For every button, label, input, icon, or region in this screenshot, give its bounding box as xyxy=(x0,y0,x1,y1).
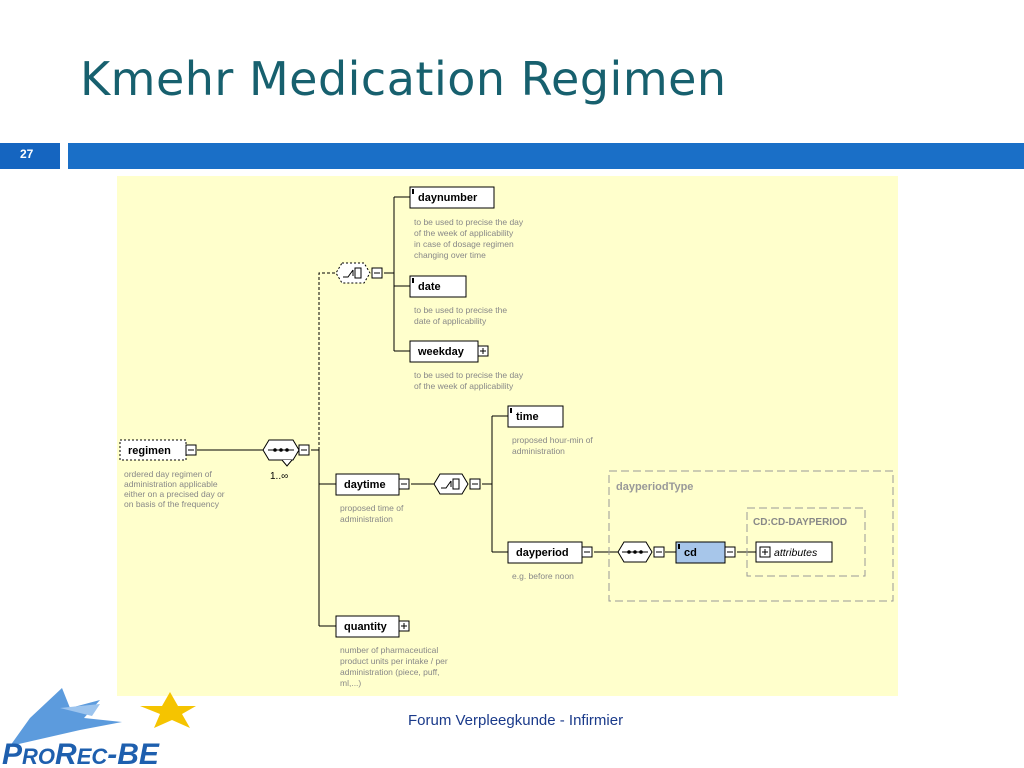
prorec-logo: PROREC-BE xyxy=(2,688,196,768)
date-label: date xyxy=(418,281,441,293)
regimen-description: ordered day regimen of administration ap… xyxy=(124,469,227,509)
collapse-icon[interactable] xyxy=(398,478,410,490)
multiplicity-label: 1..∞ xyxy=(270,471,288,482)
choice-compositor-optional[interactable] xyxy=(335,262,383,284)
slide-number: 27 xyxy=(0,143,60,169)
date-node[interactable]: date xyxy=(409,275,467,298)
collapse-icon[interactable] xyxy=(185,444,197,456)
cd-node[interactable]: cd xyxy=(675,541,736,564)
weekday-node[interactable]: weekday xyxy=(409,340,489,363)
footer-text: Forum Verpleegkunde - Infirmier xyxy=(408,712,624,729)
choice-compositor[interactable] xyxy=(433,473,481,495)
daynumber-label: daynumber xyxy=(418,192,478,204)
quantity-node[interactable]: quantity xyxy=(335,615,410,638)
time-label: time xyxy=(516,411,539,423)
daytime-label: daytime xyxy=(344,479,386,491)
slide-title: Kmehr Medication Regimen xyxy=(80,52,727,106)
expand-icon[interactable] xyxy=(398,620,410,632)
svg-text:PROREC-BE: PROREC-BE xyxy=(2,738,160,768)
sequence-compositor[interactable] xyxy=(262,439,310,467)
attributes-label: attributes xyxy=(774,547,818,559)
cd-type-box xyxy=(746,507,866,577)
quantity-description: number of pharmaceutical product units p… xyxy=(340,645,450,688)
cd-type-label: CD:CD-DAYPERIOD xyxy=(753,517,847,528)
dayperiod-label: dayperiod xyxy=(516,547,569,559)
header-bar xyxy=(68,143,1024,169)
diagram-background xyxy=(117,176,898,696)
regimen-node[interactable]: regimen xyxy=(119,439,197,461)
collapse-icon[interactable] xyxy=(724,546,736,558)
daytime-description: proposed time of administration xyxy=(340,503,406,524)
date-description: to be used to precise the date of applic… xyxy=(414,305,509,326)
attributes-node[interactable]: attributes xyxy=(755,541,833,563)
daytime-node[interactable]: daytime xyxy=(335,473,410,496)
daynumber-node[interactable]: daynumber xyxy=(409,186,495,209)
dayperiod-type-label: dayperiodType xyxy=(616,481,693,493)
weekday-description: to be used to precise the day of the wee… xyxy=(414,370,526,391)
daynumber-description: to be used to precise the day of the wee… xyxy=(414,217,526,260)
connector-lines xyxy=(197,196,756,627)
sequence-compositor[interactable] xyxy=(617,541,665,563)
cd-label: cd xyxy=(684,547,697,559)
dayperiod-node[interactable]: dayperiod xyxy=(507,541,593,564)
expand-icon[interactable] xyxy=(477,345,489,357)
dayperiod-description: e.g. before noon xyxy=(512,571,574,581)
collapse-icon[interactable] xyxy=(581,546,593,558)
weekday-label: weekday xyxy=(417,346,465,358)
regimen-label: regimen xyxy=(128,445,171,457)
time-description: proposed hour-min of administration xyxy=(512,435,595,456)
dayperiod-type-box xyxy=(608,470,894,602)
quantity-label: quantity xyxy=(344,621,388,633)
time-node[interactable]: time xyxy=(507,405,564,428)
expand-icon[interactable] xyxy=(759,546,771,558)
